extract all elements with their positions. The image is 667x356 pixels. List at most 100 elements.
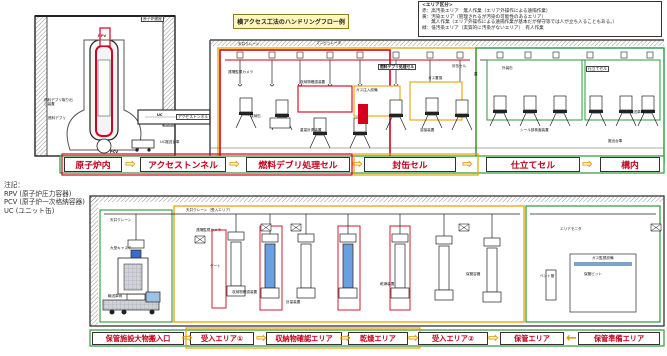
storage-pit-label: 保管ピット [584, 272, 602, 276]
lid-label: 蓋 [474, 72, 478, 76]
truck-label: 輸送車両 [108, 294, 123, 298]
equipment-can-icon [451, 99, 473, 131]
inspection-label-bottom: 収納物確認装置 [232, 290, 258, 294]
equipment-can-icon [519, 95, 541, 127]
bottom-flow-arrow: ← [566, 331, 577, 346]
debris-label: 燃料デブリ [48, 116, 66, 120]
cask-label: 大型キャスク [110, 246, 132, 250]
crane-hook-icon [296, 51, 304, 87]
vent-pipe-icon [545, 269, 557, 301]
gas-monitor-label: ガス監視設備 [592, 256, 614, 260]
equipment-can-icon [615, 95, 637, 127]
measurement-label: 計量装置 [286, 300, 301, 304]
top-stage-3: 燃料デブリ処理セル [246, 157, 350, 172]
dryer-label: 乾燥装置 [380, 282, 395, 286]
abbreviation-note: 注記： RPV (原子炉圧力容器) PCV (原子炉一次格納容器) UC (ユニ… [4, 181, 85, 215]
equipment-can-icon [421, 97, 443, 129]
bottom-stage-4: 乾燥エリア [348, 332, 408, 345]
top-stage-5: 仕立てセル [486, 157, 580, 172]
vent-label: ベント管 [540, 274, 555, 278]
storage-container-icon [482, 214, 502, 303]
camera-label-top: 遠隔監視カメラ [228, 70, 254, 74]
top-stage-2: アクセストンネル [140, 157, 226, 172]
crane-label-bottom: 天井クレーン [110, 218, 132, 222]
sealing-cell-label: 封缶セル [452, 64, 467, 68]
legend-line-green: 緑：低汚染エリア（実質的に汚染がないエリア） 有人作業 [422, 26, 544, 32]
top-flow-arrow: ⇨ [352, 157, 363, 172]
bottom-stage-6: 保管エリア [500, 332, 564, 345]
crane-hook-icon [356, 51, 364, 87]
area-yellow-bottom [173, 205, 525, 323]
pcv-outline [66, 39, 142, 151]
gas-purge-label: ガス置換 [428, 76, 443, 80]
bottom-stage-2: 受入エリア① [190, 332, 254, 345]
gas-feed-label: ガス注入設備 [356, 88, 378, 92]
camera-icon [650, 223, 662, 232]
storage-container-icon [226, 214, 246, 297]
storage-pit [569, 253, 637, 313]
legend-line-yellow: 黄：汚染エリア（管理されるが汚染の可能性のあるエリア） [422, 14, 547, 20]
equipment-can-icon [309, 117, 331, 149]
top-stage-4: 封缶セル [364, 157, 456, 172]
area-green-bottom-right [525, 205, 661, 323]
legend-line-red: 赤：高汚染エリア 無人作業（エリア外操作による遠隔作業） [422, 8, 551, 14]
bottom-flow-arrow: ⇨ [408, 331, 419, 346]
storage-can-label: 保管容器 [466, 272, 481, 276]
top-flow-arrow: ⇨ [582, 157, 593, 172]
equipment-can-icon [385, 99, 407, 131]
camera-icon [194, 235, 206, 244]
crane-hook-icon [268, 51, 276, 87]
access-tunnel-label: アクセストンネル [176, 114, 211, 121]
top-flow-arrow: ⇨ [125, 157, 136, 172]
weighing-scale-icon [269, 117, 291, 129]
camera-icon [290, 223, 302, 232]
gas-cylinder-icon [358, 104, 368, 124]
storage-container-icon [338, 214, 358, 299]
gate-label: ゲート [210, 264, 221, 268]
equipment-can-icon [637, 95, 659, 127]
bottom-stage-5: 受入エリア② [418, 332, 488, 345]
processing-cell-label: 燃料デブリ処理セル [378, 64, 417, 71]
storage-container-icon [434, 214, 454, 301]
camera-label-bottom: 遠隔監視カメラ [196, 228, 222, 232]
crane-label-top: 天井クレーン [238, 42, 260, 46]
weighing-label: 重量計測装置 [300, 128, 322, 132]
bottom-stage-7: 保管準備エリア [578, 332, 660, 345]
bottom-flow-arrow: ⇨ [340, 331, 351, 346]
top-flow-arrow: ⇨ [462, 157, 473, 172]
bottom-flow-arrow: ⇨ [488, 331, 499, 346]
note-pcv: PCV (原子炉一次格納容器) [4, 198, 85, 207]
assembly-cell-label: 仕立てセル [586, 66, 609, 73]
transport-truck [102, 291, 161, 315]
pcv-label: PCV [110, 150, 119, 154]
welding-label: 溶接装置 [420, 128, 435, 132]
uc-carrier-label: UC搬送台車 [160, 140, 180, 144]
area-monitor-label: エリアモニタ [560, 227, 582, 231]
uc-label: UC [157, 113, 163, 117]
crane-hook-icon [326, 51, 334, 87]
bottom-stage-1: 保管施設大物搬入口 [92, 332, 184, 345]
manipulator-label: マニピュレータ [316, 41, 342, 45]
overhead-crane-label: 天井クレーン（受入エリア） [186, 208, 233, 212]
top-stage-6: 構内 [600, 157, 660, 172]
equipment-can-icon [549, 95, 571, 127]
debris-tool-label: 燃料デブリ取り出し装置 [44, 98, 73, 107]
storage-container-icon [296, 214, 316, 299]
carry-out-cart-label: 搬出台車 [608, 139, 623, 143]
transport-vehicle-label: 搬送車両 [630, 110, 645, 114]
rpv-vessel [89, 27, 119, 141]
equipment-can-icon [585, 95, 607, 127]
area-green-bottom-left [99, 209, 173, 323]
top-flow-arrow: ⇨ [229, 157, 240, 172]
outer-can-label: 外装缶 [502, 66, 513, 70]
camera-icon [260, 223, 272, 232]
equipment-can-icon [489, 95, 511, 127]
area-legend: <エリア区分> 赤：高汚染エリア 無人作業（エリア外操作による遠隔作業） 黄：汚… [418, 1, 662, 37]
crane-hook-icon [236, 51, 244, 87]
top-stage-1: 原子炉内 [64, 157, 122, 172]
storage-container-icon [390, 214, 410, 299]
seal-inspection-label: シール部検査装置 [520, 128, 549, 132]
cask-icon [117, 257, 149, 295]
reactor-building-label: 原子炉建屋 [141, 16, 164, 23]
diagram-title: 横アクセス工法のハンドリングフロー例 [233, 14, 349, 29]
